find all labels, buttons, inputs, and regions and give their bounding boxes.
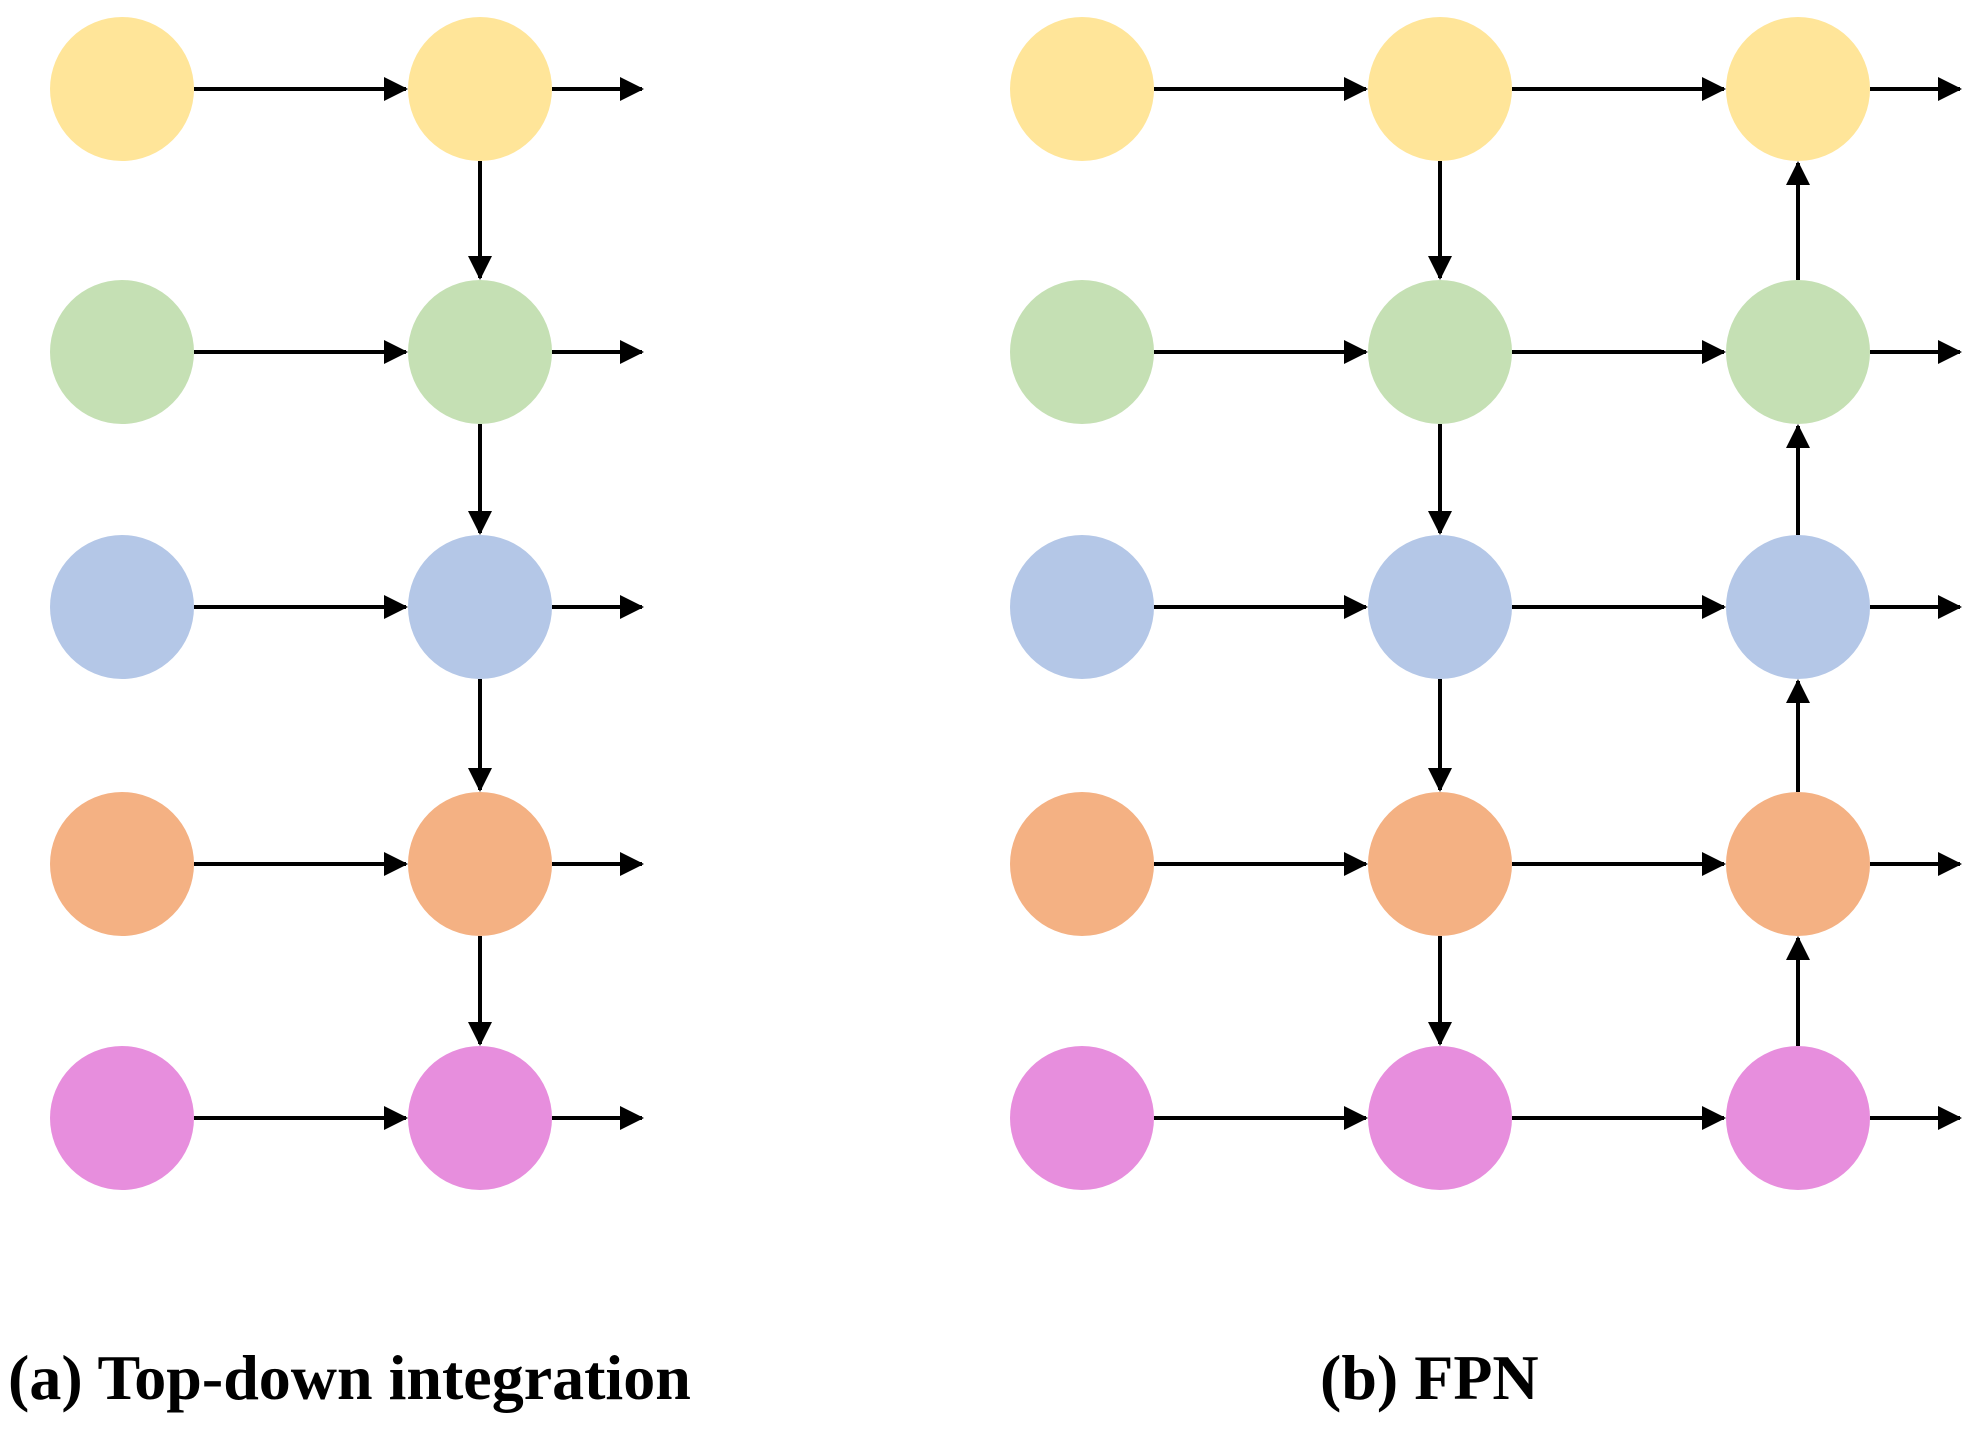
node-col2-level-4 <box>408 792 552 936</box>
node-col1-level-3 <box>1010 535 1154 679</box>
node-col2-level-1 <box>1368 17 1512 161</box>
caption-fpn: (b) FPN <box>1320 1342 1539 1413</box>
node-col2-level-1 <box>408 17 552 161</box>
panel-fpn <box>1010 17 1962 1190</box>
node-col2-level-2 <box>408 280 552 424</box>
node-col2-level-5 <box>1368 1046 1512 1190</box>
node-col3-level-1 <box>1726 17 1870 161</box>
node-col3-level-2 <box>1726 280 1870 424</box>
node-col1-level-5 <box>50 1046 194 1190</box>
node-col1-level-4 <box>50 792 194 936</box>
node-col1-level-2 <box>50 280 194 424</box>
caption-top-down-integration: (a) Top-down integration <box>8 1342 691 1413</box>
node-col1-level-5 <box>1010 1046 1154 1190</box>
node-col3-level-5 <box>1726 1046 1870 1190</box>
panel-top-down-integration <box>50 17 644 1190</box>
node-col1-level-1 <box>1010 17 1154 161</box>
node-col3-level-3 <box>1726 535 1870 679</box>
node-col1-level-3 <box>50 535 194 679</box>
node-col1-level-2 <box>1010 280 1154 424</box>
node-col2-level-2 <box>1368 280 1512 424</box>
node-col1-level-4 <box>1010 792 1154 936</box>
node-col2-level-3 <box>408 535 552 679</box>
node-col1-level-1 <box>50 17 194 161</box>
node-col2-level-3 <box>1368 535 1512 679</box>
node-col2-level-4 <box>1368 792 1512 936</box>
node-col3-level-4 <box>1726 792 1870 936</box>
node-col2-level-5 <box>408 1046 552 1190</box>
